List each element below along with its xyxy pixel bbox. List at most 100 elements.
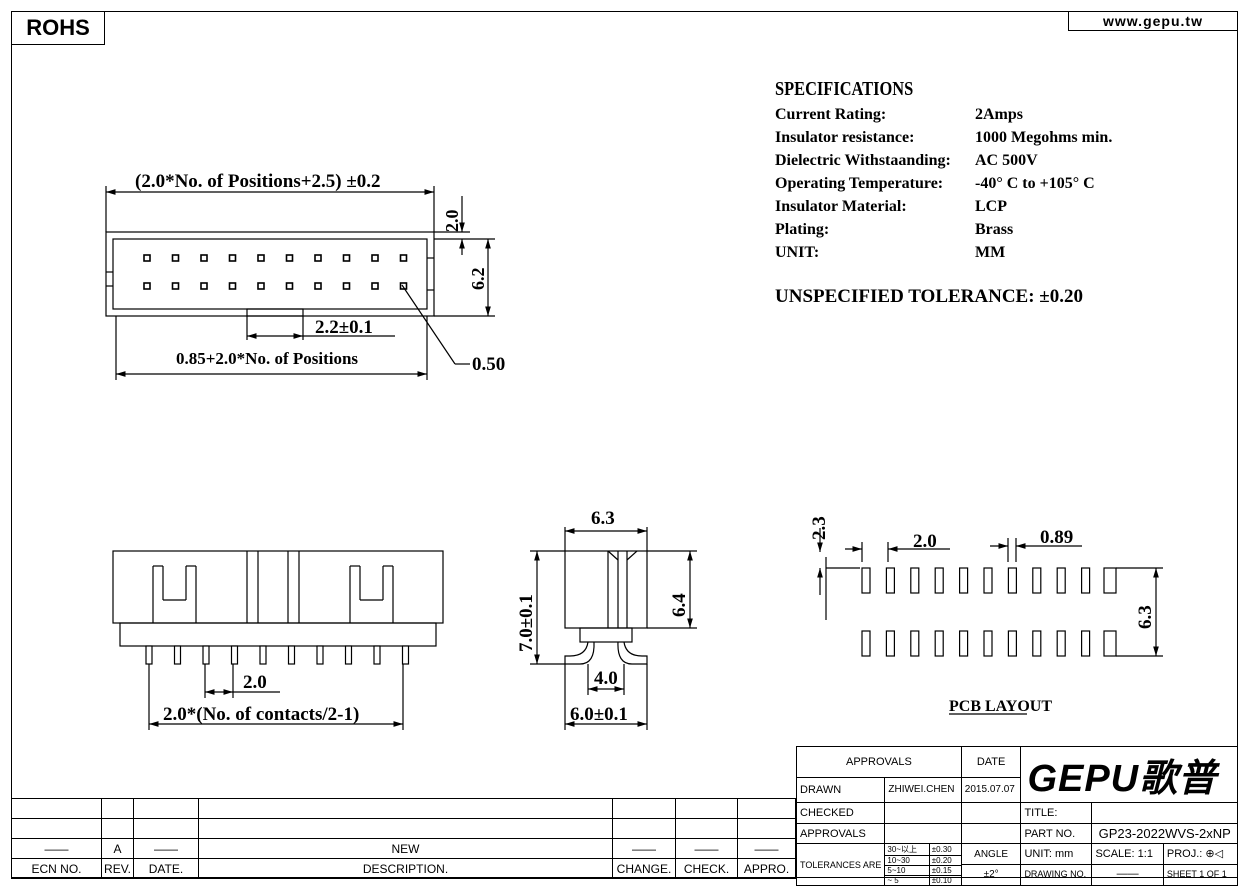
front-pin	[316, 645, 324, 665]
gepu-logo: GEPU歌普	[1027, 758, 1218, 800]
dim-top-inner: 0.85+2.0*No. of Positions	[176, 349, 358, 368]
unspecified-tolerance: UNSPECIFIED TOLERANCE: ±0.20	[775, 286, 1083, 307]
scale-label: SCALE:	[1095, 848, 1135, 860]
scale-value: 1:1	[1137, 848, 1153, 860]
front-pin	[373, 645, 381, 665]
specifications-table: Current Rating:2Amps Insulator resistanc…	[775, 103, 1112, 264]
top-pin	[228, 254, 237, 262]
checked-label: CHECKED	[795, 802, 886, 824]
side-view	[530, 527, 697, 730]
spec-row: Plating:Brass	[775, 220, 1014, 238]
dim-side-60: 6.0±0.1	[570, 704, 628, 725]
pcb-pad	[983, 630, 993, 657]
part-no: GP23-2022WVS-2xNP	[1091, 823, 1238, 844]
rohs-label: ROHS	[11, 11, 105, 45]
pcb-pad	[934, 567, 944, 594]
top-pin	[257, 282, 265, 290]
dim-front-pitch: 2.0	[243, 672, 267, 693]
drawn-label: DRAWN	[795, 776, 886, 804]
top-pin	[171, 254, 180, 262]
front-pin	[401, 645, 410, 665]
pcb-pad	[1056, 630, 1066, 657]
pcb-layout-title: PCB LAYOUT	[949, 698, 1052, 715]
ecn-no-label: ECN NO.	[11, 858, 102, 879]
top-pin	[228, 282, 237, 290]
pcb-pad	[861, 567, 871, 594]
change-label: CHANGE.	[612, 858, 676, 879]
approvals-label: APPROVALS	[795, 823, 886, 844]
front-pin	[202, 645, 210, 665]
unit-label: UNIT:	[1024, 848, 1052, 860]
specifications-title: SPECIFICATIONS	[775, 78, 914, 100]
drawn-date: 2015.07.07	[960, 776, 1022, 804]
pcb-pad	[910, 630, 920, 657]
part-no-label: PART NO.	[1020, 823, 1093, 844]
top-view	[105, 186, 495, 380]
tolerance-table: 30~以上±0.30 10~30±0.20 5~10±0.15 ~ 5±0.10	[885, 844, 961, 885]
dim-top-050: 0.50	[472, 354, 505, 375]
pcb-pad	[910, 567, 920, 594]
tolerances-label: TOLERANCES ARE	[795, 843, 886, 886]
spec-row: Dielectric Withstaanding:AC 500V	[775, 151, 1038, 169]
pcb-pad	[885, 630, 896, 657]
pcb-pad	[1007, 567, 1018, 594]
top-pin	[285, 282, 294, 290]
pcb-pad	[958, 630, 969, 657]
front-view	[112, 550, 444, 730]
proj-label: PROJ.:	[1166, 848, 1203, 860]
top-pin	[314, 254, 322, 262]
rev-label: REV.	[101, 858, 134, 879]
revision-block: —— A —— NEW —————— ECN NO. REV. DATE. DE…	[11, 798, 796, 879]
top-pin	[285, 254, 294, 262]
dim-side-63: 6.3	[591, 508, 615, 529]
website-label: www.gepu.tw	[1068, 11, 1238, 31]
angle-tol: ±2°	[983, 869, 999, 880]
top-pin	[143, 254, 151, 262]
top-pin	[342, 254, 351, 262]
sheet-label: SHEET 1 OF 1	[1166, 869, 1227, 879]
top-pin	[200, 254, 208, 262]
pcb-pad	[1080, 630, 1091, 657]
pcb-pad	[1103, 567, 1117, 594]
unit-value: mm	[1055, 848, 1074, 860]
angle-label: ANGLE	[961, 845, 1021, 865]
top-pin	[399, 254, 408, 262]
description-label: DESCRIPTION.	[198, 858, 613, 879]
dim-pcb-63: 6.3	[1135, 605, 1156, 629]
pcb-pad	[1007, 630, 1018, 657]
top-pin	[371, 282, 379, 290]
pcb-pad	[1032, 630, 1042, 657]
date-header: DATE	[960, 746, 1022, 778]
top-pin	[314, 282, 322, 290]
specifications-block: SPECIFICATIONS Current Rating:2Amps Insu…	[775, 78, 1112, 308]
dim-top-2-0: 2.0	[442, 210, 462, 233]
spec-row: Insulator resistance:1000 Megohms min.	[775, 128, 1113, 146]
front-pin	[344, 645, 353, 665]
pcb-pad	[885, 567, 896, 594]
front-pin	[259, 645, 267, 665]
check-label: CHECK.	[675, 858, 738, 879]
pcb-pad	[1080, 567, 1091, 594]
dim-top-width: (2.0*No. of Positions+2.5) ±0.2	[135, 171, 381, 192]
pcb-layout-view	[817, 528, 1163, 715]
dim-pcb-20: 2.0	[913, 531, 937, 552]
top-pin	[342, 282, 351, 290]
drawing-no-label: DRAWING NO.	[1024, 869, 1087, 879]
pcb-pad	[983, 567, 993, 594]
dim-top-6-2: 6.2	[468, 268, 488, 291]
top-pin	[257, 254, 265, 262]
spec-row: Operating Temperature:-40° C to +105° C	[775, 174, 1095, 192]
top-pin	[399, 282, 408, 290]
projection-icon: ⊕◁	[1205, 848, 1224, 860]
approvals-header: APPROVALS	[796, 746, 962, 778]
pcb-pad	[861, 630, 871, 657]
title-block: APPROVALS DATE GEPU歌普 DRAWN ZHIWEI.CHEN …	[795, 746, 1239, 886]
appro-label: APPRO.	[737, 858, 796, 879]
spec-row: Current Rating:2Amps	[775, 105, 1024, 123]
pcb-pad	[1056, 567, 1066, 594]
dim-side-70: 7.0±0.1	[516, 594, 537, 652]
description-value: NEW	[198, 838, 613, 859]
dim-side-64: 6.4	[669, 593, 690, 617]
front-pin	[173, 645, 182, 665]
